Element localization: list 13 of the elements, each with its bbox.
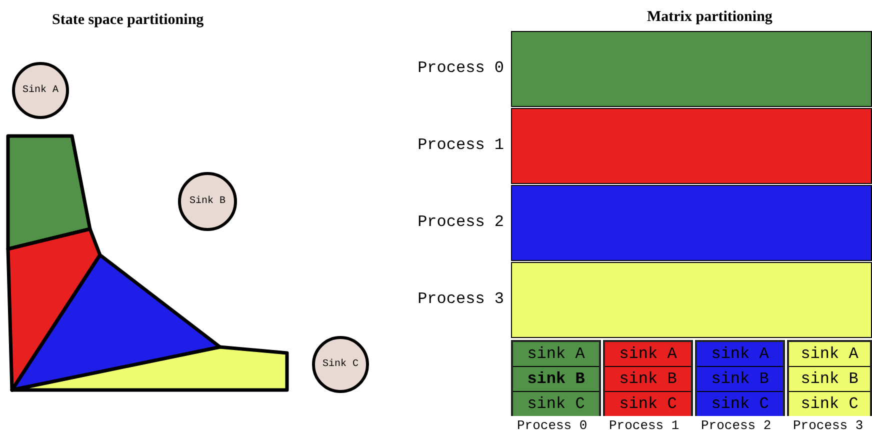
process-label: Process 2 xyxy=(701,419,772,430)
process-label: Process 1 xyxy=(609,419,680,430)
process-label: Process 1 xyxy=(418,136,504,154)
heading: State space partitioning xyxy=(52,12,204,29)
sink-label: Sink A xyxy=(22,85,58,96)
process-label: Process 2 xyxy=(418,213,504,231)
process-label: Process 0 xyxy=(418,59,504,77)
heading: Matrix partitioning xyxy=(647,9,772,26)
sink-label: Sink B xyxy=(189,196,226,207)
sink-label: Sink C xyxy=(322,359,358,370)
process-label: Process 3 xyxy=(418,290,504,308)
process-label: Process 0 xyxy=(517,419,588,430)
process-label: Process 3 xyxy=(793,419,864,430)
